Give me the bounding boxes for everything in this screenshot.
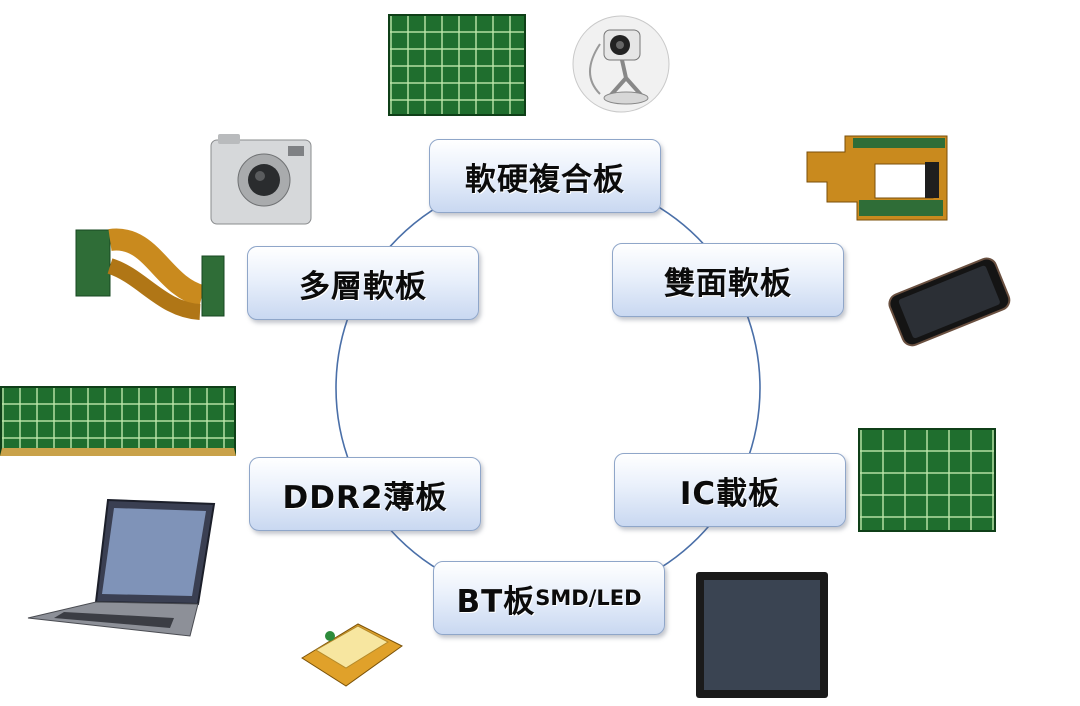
node-multilayer-flex: 多層軟板: [247, 246, 479, 320]
node-rigid-flex: 軟硬複合板: [429, 139, 661, 213]
laptop-image: [27, 498, 216, 637]
multilayer-flex-image: [75, 228, 225, 320]
monitor-image: [696, 572, 828, 698]
node-ddr2-thin-board: DDR2薄板: [249, 457, 481, 531]
pcb-panel-image: [388, 14, 526, 116]
node-bt-board-sublabel: SMD/LED: [535, 586, 642, 610]
node-ddr2-thin-board-label: DDR2薄板: [282, 479, 448, 516]
ring-circle: [335, 175, 761, 601]
smartphone-image: [888, 257, 1011, 347]
led-chip-image: [301, 623, 403, 687]
node-rigid-flex-label: 軟硬複合板: [465, 161, 625, 198]
memory-module-image: [0, 386, 236, 456]
ic-substrate-image: [858, 428, 996, 532]
node-multilayer-flex-label: 多層軟板: [299, 268, 427, 305]
node-ic-substrate: IC載板: [614, 453, 846, 527]
node-double-sided-flex-label: 雙面軟板: [664, 265, 792, 302]
node-ic-substrate-label: IC載板: [679, 475, 781, 512]
webcam-image: [572, 15, 670, 113]
node-bt-board-label: BT板: [456, 583, 536, 620]
flex-board-image: [806, 135, 948, 221]
node-double-sided-flex: 雙面軟板: [612, 243, 844, 317]
digital-camera-image: [210, 134, 312, 225]
